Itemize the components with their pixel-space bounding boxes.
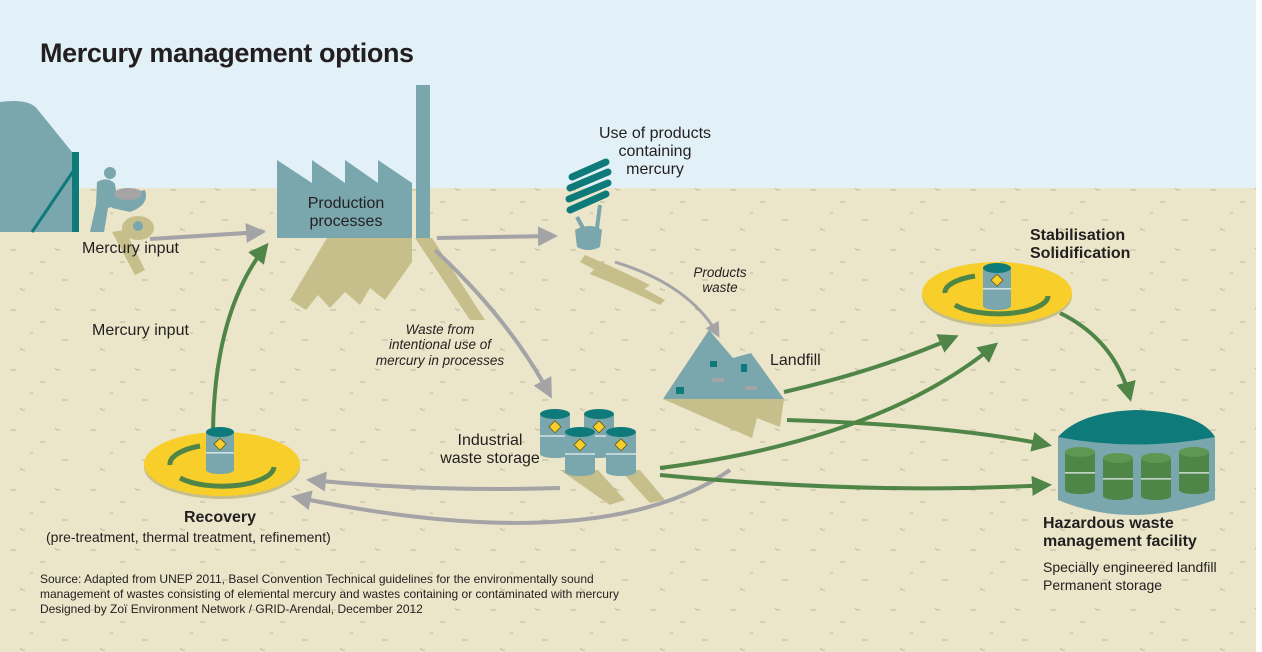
label-line: Hazardous waste (1043, 515, 1174, 532)
label-hazardous-facility: Hazardous waste management facility (1043, 515, 1197, 551)
barrel-icon (1141, 453, 1171, 500)
label-recovery-title: Recovery (183, 509, 257, 526)
label-recovery-subtitle: (pre-treatment, thermal treatment, refin… (46, 529, 331, 545)
label-line: Industrial (457, 432, 523, 449)
hazard-diamond-icon (990, 273, 1004, 287)
label-line: processes (309, 213, 383, 231)
source-line: management of wastes consisting of eleme… (40, 587, 619, 601)
arrow-storage-to-recovery (306, 471, 561, 492)
light-bulb-icon (565, 158, 665, 305)
label-line: waste (702, 280, 738, 296)
arrow-mine-to-production (149, 223, 266, 243)
barrel-icon (983, 263, 1011, 310)
hazard-diamond-icon (592, 420, 606, 434)
label-products-waste: Products waste (680, 265, 760, 296)
green-flow-arrows (211, 242, 1136, 496)
label-use-of-products: Use of products containing mercury (580, 125, 730, 179)
label-line: Use of products (598, 125, 712, 142)
page-title: Mercury management options (40, 38, 414, 68)
label-line: Solidification (1030, 245, 1131, 263)
miner-wheelbarrow-icon (90, 167, 154, 275)
barrel-icon (606, 427, 636, 476)
source-line: Source: Adapted from UNEP 2011, Basel Co… (40, 572, 594, 586)
label-line: mercury (626, 161, 684, 179)
source-line: Designed by Zoï Environment Network / GR… (40, 602, 423, 616)
arrow-landfill-to-recovery (291, 468, 732, 525)
label-line: containing (618, 143, 692, 161)
arrow-stabilisation-to-facility (1059, 311, 1136, 402)
sky (0, 0, 1256, 188)
industrial-barrels-icon (540, 409, 636, 476)
arrow-recovery-to-production (211, 242, 269, 431)
hazard-diamond-icon (614, 438, 628, 452)
hazard-diamond-icon (573, 438, 587, 452)
label-line: Stabilisation (1030, 227, 1126, 244)
source-note: Source: Adapted from UNEP 2011, Basel Co… (40, 572, 619, 617)
arrow-storage-to-facility (659, 473, 1052, 496)
label-line: Permanent storage (1043, 577, 1163, 594)
label-line: Waste from (405, 322, 475, 337)
arrow-landfill-to-facility (786, 418, 1052, 452)
arrow-production-to-products (436, 226, 558, 247)
label-line: mercury in processes (375, 352, 505, 368)
label-waste-from-processes: Waste from intentional use of mercury in… (365, 322, 515, 368)
arrow-bulb-to-landfill (614, 260, 720, 338)
barrel-icon (1179, 447, 1209, 494)
barrel-icon (1103, 453, 1133, 500)
label-line: Products (693, 265, 747, 280)
label-line: waste storage (440, 450, 540, 468)
mine-hill-icon (0, 101, 79, 233)
barrel-icon (1065, 447, 1095, 494)
barrel-shadows (560, 470, 665, 505)
label-mercury-input-left: Mercury input (92, 322, 189, 339)
label-hazardous-details: Specially engineered landfill Permanent … (1043, 558, 1217, 594)
factory-icon (277, 85, 485, 320)
barrel-icon (565, 427, 595, 476)
recovery-disc-icon (144, 427, 300, 499)
hazard-diamond-icon (548, 420, 562, 434)
arrow-production-to-storage (433, 248, 552, 399)
label-stabilisation: Stabilisation Solidification (1030, 227, 1130, 263)
hazardous-facility-icon (1058, 410, 1215, 515)
gray-flow-arrows (149, 223, 732, 525)
label-production: Production processes (290, 195, 402, 231)
label-industrial-storage: Industrial waste storage (430, 432, 550, 468)
label-mercury-input-top: Mercury input (82, 240, 179, 257)
label-line: intentional use of (388, 337, 492, 353)
barrel-icon (206, 427, 234, 474)
arrow-landfill-to-stabilisation (783, 334, 959, 394)
label-line: Specially engineered landfill (1043, 559, 1217, 575)
label-line: Production (307, 195, 385, 212)
label-landfill: Landfill (770, 352, 821, 369)
stabilisation-disc-icon (922, 262, 1072, 327)
label-line: management facility (1043, 533, 1197, 551)
hazard-diamond-icon (213, 437, 227, 451)
landfill-icon (663, 330, 784, 438)
